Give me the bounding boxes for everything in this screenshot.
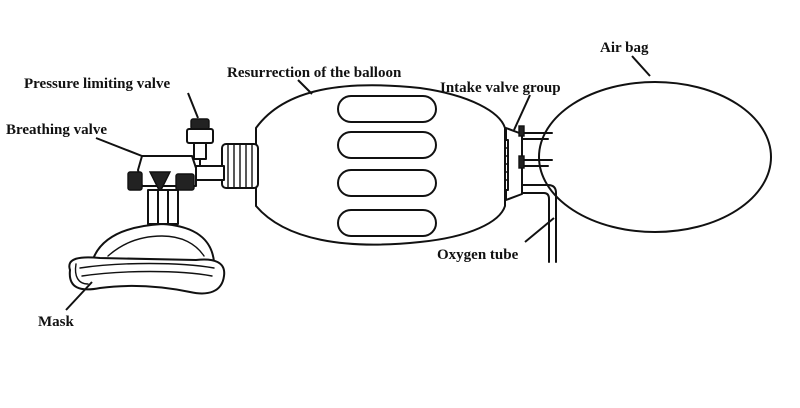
leader-lines: [65, 55, 651, 311]
label-air-bag: Air bag: [600, 40, 649, 56]
leader-resurrection-balloon: [297, 79, 313, 95]
label-intake-valve-group: Intake valve group: [440, 80, 561, 96]
leader-pressure-limiting-valve: [187, 92, 199, 119]
balloon-connector: [221, 143, 259, 189]
resuscitation-balloon: [255, 84, 506, 246]
oxygen-tube: [522, 184, 557, 263]
mask: [68, 223, 226, 295]
leader-breathing-valve: [95, 137, 143, 157]
breathing-valve: [127, 155, 225, 225]
label-mask: Mask: [38, 314, 74, 330]
leader-mask: [65, 281, 93, 311]
air-bag: [538, 81, 772, 233]
leader-oxygen-tube: [524, 217, 555, 243]
label-resurrection-balloon: Resurrection of the balloon: [227, 65, 402, 81]
label-breathing-valve: Breathing valve: [6, 122, 107, 138]
leader-intake-valve-group: [513, 94, 531, 131]
label-oxygen-tube: Oxygen tube: [437, 247, 519, 263]
leader-air-bag: [631, 55, 651, 77]
label-pressure-limiting-valve: Pressure limiting valve: [24, 76, 170, 92]
